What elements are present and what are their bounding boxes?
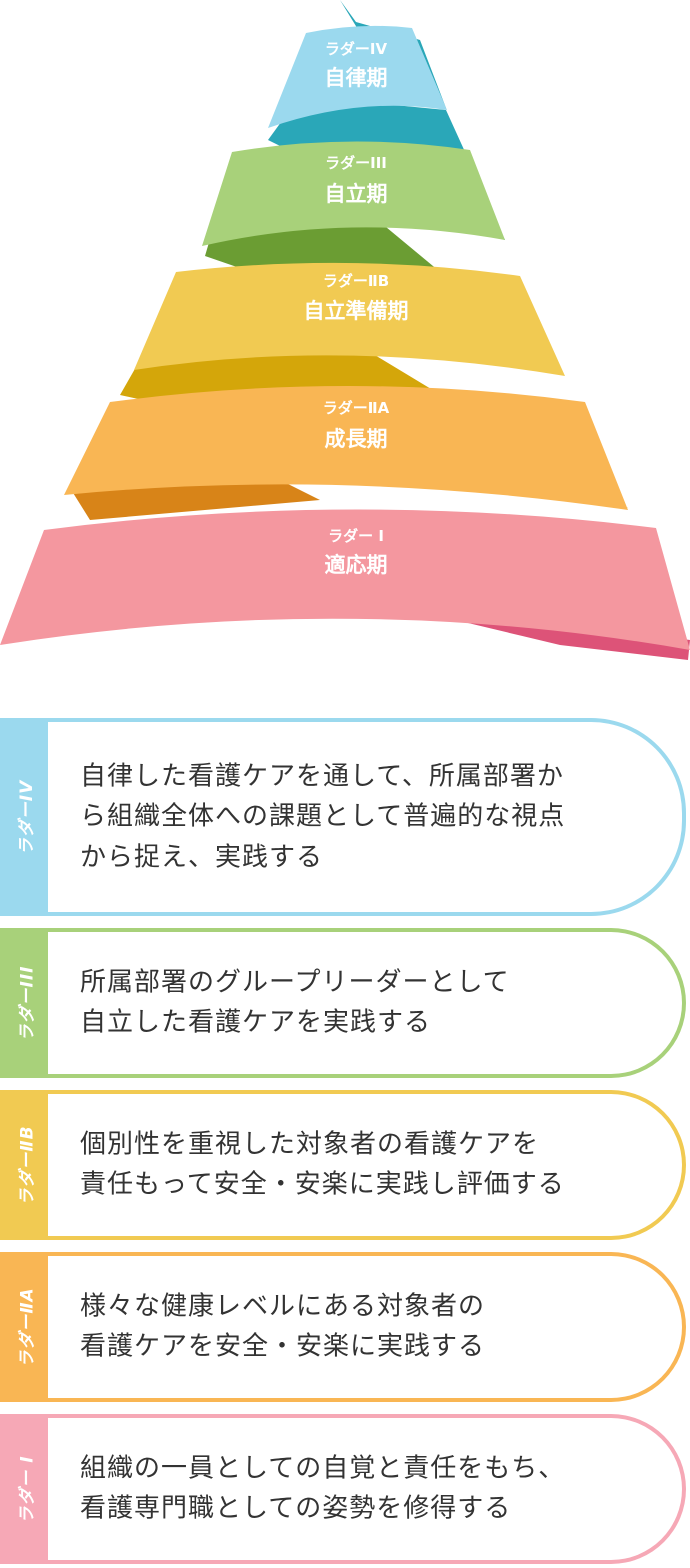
ladder-card-description: 様々な健康レベルにある対象者の 看護ケアを安全・安楽に実践する — [80, 1291, 486, 1362]
ribbon-band-level-0 — [0, 509, 690, 650]
ladder-card-body — [48, 1252, 686, 1402]
ladder-card-band — [0, 1414, 50, 1564]
ladder-card-4: ラダーIV 自律した看護ケアを通して、所属部署か ら組織全体への課題として普遍的… — [0, 718, 686, 916]
ladder-card-3: ラダーIII 所属部署のグループリーダーとして 自立した看護ケアを実践する — [0, 928, 686, 1078]
ladder-card-band — [0, 1252, 50, 1402]
spiral-ladder-label-1: ラダーⅡA — [323, 399, 390, 417]
ladder-card-label: ラダーⅡA — [17, 1286, 38, 1368]
spiral-ladder-label-3: ラダーIII — [325, 154, 387, 172]
spiral-stage-label-3: 自立期 — [325, 182, 388, 206]
ladder-spiral-diagram: ラダーIV 自律期 ラダーIII 自立期 ラダーⅡB 自立準備期 ラダーⅡA 成… — [0, 0, 690, 660]
spiral-stage-label-2: 自立準備期 — [304, 299, 409, 323]
ladder-card-band — [0, 718, 50, 916]
ladder-card-label: ラダー I — [17, 1454, 38, 1524]
ladder-card-body — [48, 718, 686, 916]
ribbon-band-level-4 — [268, 25, 447, 128]
ladder-card-description: 所属部署のグループリーダーとして 自立した看護ケアを実践する — [80, 967, 510, 1038]
ladder-card-2a: ラダーⅡA 様々な健康レベルにある対象者の 看護ケアを安全・安楽に実践する — [0, 1252, 686, 1402]
ladder-card-body — [48, 1090, 686, 1240]
ribbon-band-level-3 — [202, 141, 505, 246]
ladder-card-label: ラダーIV — [17, 779, 38, 855]
ladder-card-label: ラダーⅡB — [17, 1124, 38, 1206]
ladder-card-band — [0, 928, 50, 1078]
ladder-card-description: 個別性を重視した対象者の看護ケアを 責任もって安全・安楽に実践し評価する — [80, 1129, 565, 1200]
spiral-stage-label-4: 自律期 — [325, 66, 388, 90]
ribbon-band-level-2 — [134, 262, 565, 376]
ladder-card-2b: ラダーⅡB 個別性を重視した対象者の看護ケアを 責任もって安全・安楽に実践し評価… — [0, 1090, 686, 1240]
spiral-stage-label-1: 成長期 — [325, 427, 388, 451]
ladder-card-description: 組織の一員としての自覚と責任をもち、 看護専門職としての姿勢を修得する — [80, 1453, 566, 1524]
ladder-card-band — [0, 1090, 50, 1240]
spiral-ladder-label-4: ラダーIV — [325, 40, 388, 58]
ladder-card-body — [48, 1414, 686, 1564]
ribbon-band-level-1 — [64, 386, 628, 510]
spiral-stage-label-0: 適応期 — [325, 553, 388, 577]
ladder-card-body — [48, 928, 686, 1078]
spiral-ladder-label-0: ラダー I — [328, 527, 384, 545]
ladder-card-1: ラダー I 組織の一員としての自覚と責任をもち、 看護専門職としての姿勢を修得す… — [0, 1414, 686, 1564]
ladder-card-description: 自律した看護ケアを通して、所属部署か ら組織全体への課題として普遍的な視点 から… — [80, 761, 566, 873]
ladder-card-label: ラダーIII — [17, 965, 38, 1041]
spiral-ladder-label-2: ラダーⅡB — [323, 272, 389, 290]
